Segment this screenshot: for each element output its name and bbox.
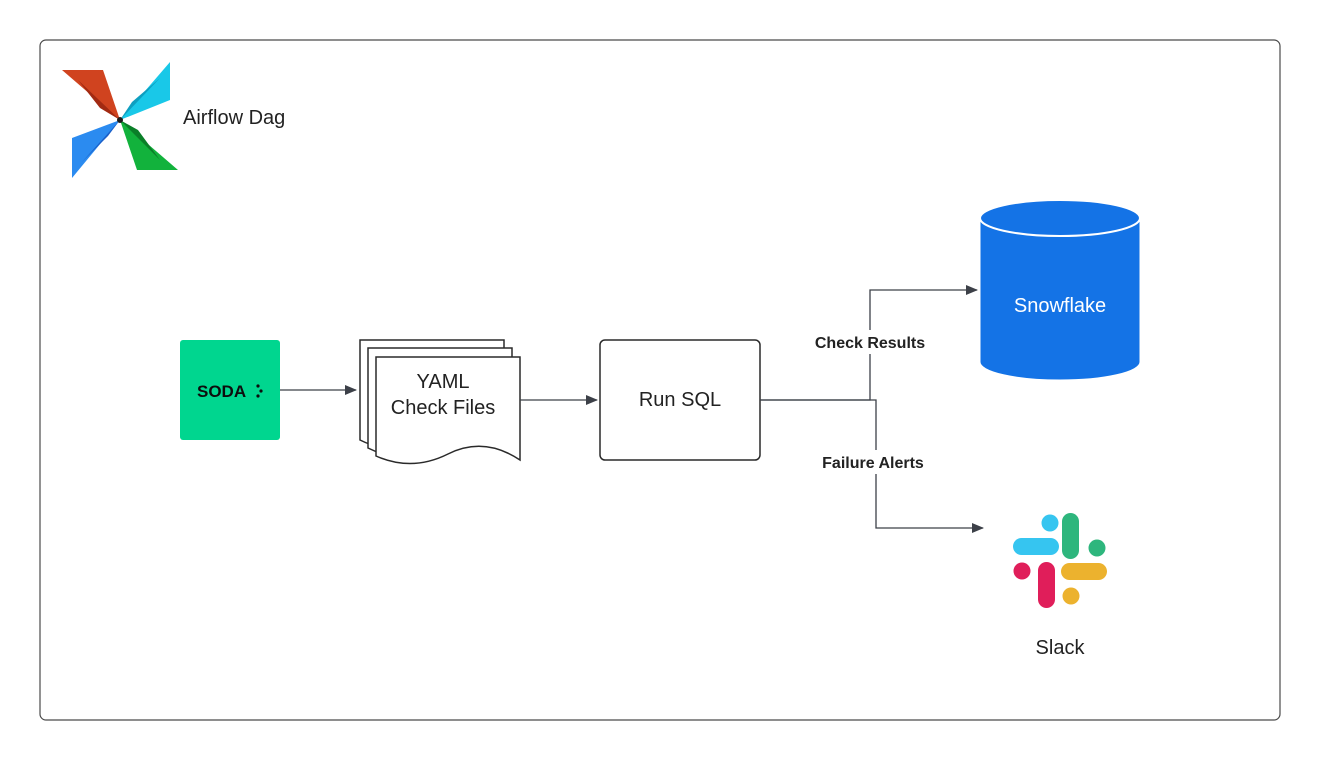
yaml-label-line2: Check Files (391, 397, 495, 419)
soda-node: SODA (180, 340, 280, 440)
snowflake-label: Snowflake (1014, 295, 1106, 317)
edge-label-failure-alerts: Failure Alerts (822, 455, 924, 472)
snowflake-node: Snowflake (979, 199, 1141, 381)
soda-logo-text: SODA (197, 382, 246, 401)
soda-logo-box (180, 340, 280, 440)
yaml-check-files-node: YAML Check Files (359, 339, 521, 465)
diagram-title: Airflow Dag (183, 107, 285, 129)
run-sql-label: Run SQL (639, 389, 721, 411)
yaml-label-line1: YAML (417, 371, 470, 393)
airflow-logo-icon (62, 62, 178, 178)
slack-logo-icon (1013, 513, 1107, 608)
run-sql-node: Run SQL (599, 339, 761, 461)
slack-label: Slack (1036, 637, 1086, 659)
edge-label-check-results: Check Results (815, 335, 925, 352)
